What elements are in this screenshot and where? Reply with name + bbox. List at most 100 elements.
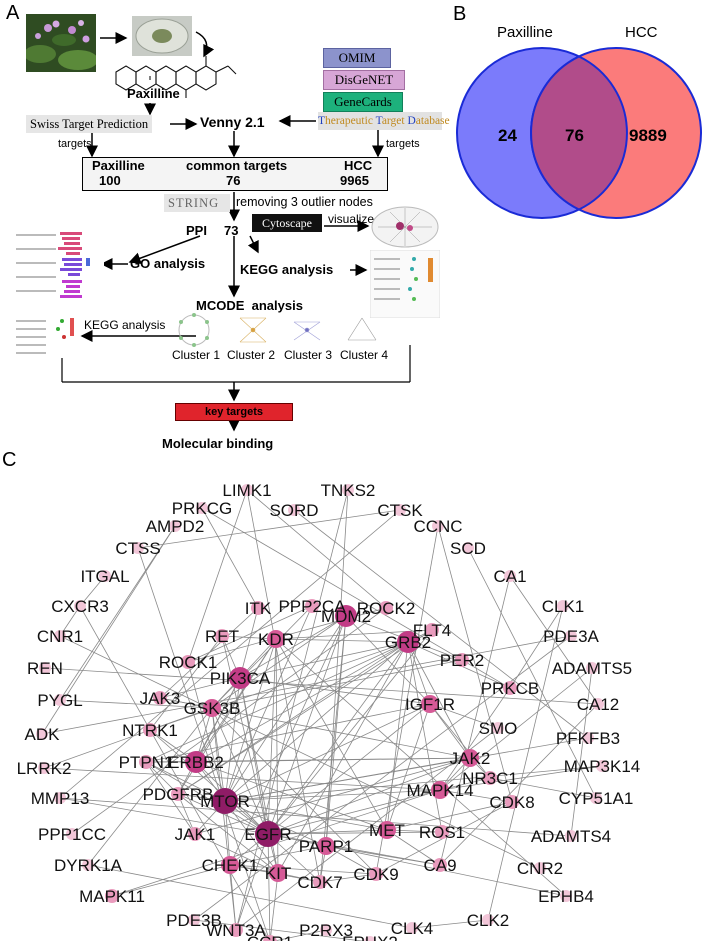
compound-name: Paxilline xyxy=(127,86,180,101)
network-node-cdk9 xyxy=(369,867,383,881)
network-node-jak3 xyxy=(153,691,167,705)
kegg-analysis-label: KEGG analysis xyxy=(240,262,334,277)
network-edge xyxy=(211,659,463,709)
ttd-word-3: atabase xyxy=(415,115,450,127)
network-label-rock2: ROCK2 xyxy=(357,599,416,618)
network-node-kit xyxy=(269,864,287,882)
target-count-box xyxy=(82,157,388,191)
ttd-initial-d: D xyxy=(407,115,416,127)
network-label-kit: KIT xyxy=(265,864,291,883)
network-label-igf1r: IGF1R xyxy=(405,695,455,714)
network-node-ctss xyxy=(132,542,144,554)
network-edge xyxy=(239,641,409,679)
network-edge xyxy=(345,615,431,705)
network-node-chek1 xyxy=(221,856,239,874)
network-edge xyxy=(224,638,277,802)
network-edge xyxy=(149,729,269,835)
network-node-gsk3b xyxy=(203,699,221,717)
ttd-box: Therapeutic Target Database xyxy=(318,112,450,130)
network-edge xyxy=(224,641,409,802)
network-edge xyxy=(267,833,271,941)
ppi-count: 73 xyxy=(224,223,239,238)
network-edge xyxy=(229,845,327,866)
network-label-ctsk: CTSK xyxy=(377,501,423,520)
network-edge xyxy=(159,677,241,699)
visualize-label: visualize xyxy=(328,212,375,226)
network-edge xyxy=(267,629,433,835)
venn-left-title: Paxilline xyxy=(497,24,553,41)
network-edge xyxy=(71,607,387,835)
network-label-mmp13: MMP13 xyxy=(31,789,90,808)
network-edge xyxy=(439,703,599,866)
network-node-sord xyxy=(288,504,300,516)
go-analysis-label: GO analysis xyxy=(130,256,206,271)
network-label-cnr2: CNR2 xyxy=(517,859,563,878)
venn-left-only-count: 24 xyxy=(498,126,517,145)
hcc-count-value: 9965 xyxy=(340,173,369,188)
network-label-kdr: KDR xyxy=(258,630,294,649)
network-edge xyxy=(570,667,593,837)
cluster-3-graph xyxy=(293,321,321,341)
ttd-initial-t: T xyxy=(318,115,326,127)
network-edge xyxy=(386,829,441,866)
network-edge xyxy=(59,797,269,835)
network-node-ccr1 xyxy=(263,935,277,941)
network-node-pygl xyxy=(54,694,66,706)
network-edge xyxy=(211,707,377,875)
network-label-itgal: ITGAL xyxy=(80,567,129,586)
network-node-ca12 xyxy=(592,698,604,710)
hcc-count-label: HCC xyxy=(344,158,373,173)
network-edge xyxy=(275,638,409,643)
network-edge xyxy=(267,789,441,835)
network-edge xyxy=(194,833,279,874)
plant-photo-art xyxy=(26,14,96,72)
network-label-adk: ADK xyxy=(25,725,61,744)
network-node-ca1 xyxy=(504,570,516,582)
venny-label: Venny 2.1 xyxy=(200,114,265,130)
network-node-adk xyxy=(36,728,48,740)
workflow-arrows xyxy=(61,31,411,420)
network-label-ca1: CA1 xyxy=(493,567,526,586)
network-node-itgal xyxy=(99,570,111,582)
network-node-met xyxy=(378,821,396,839)
network-node-cdk8 xyxy=(505,795,519,809)
network-label-p2rx3: P2RX3 xyxy=(299,921,353,940)
swiss-target-prediction: Swiss Target Prediction xyxy=(26,115,153,133)
network-node-grb2 xyxy=(397,631,419,653)
network-label-chek1: CHEK1 xyxy=(202,856,259,875)
network-label-cnr1: CNR1 xyxy=(37,627,83,646)
network-label-ppp2ca: PPP2CA xyxy=(278,597,346,616)
network-edge xyxy=(325,845,377,875)
network-node-mtor xyxy=(212,788,238,814)
network-edge xyxy=(43,707,213,769)
network-edge xyxy=(375,525,439,875)
network-label-met: MET xyxy=(369,821,405,840)
network-node-ctsk xyxy=(394,504,406,516)
network-node-clk1 xyxy=(557,600,569,612)
network-node-prkcg xyxy=(196,502,208,514)
venn-right-title: HCC xyxy=(625,24,658,41)
network-label-cdk7: CDK7 xyxy=(297,873,342,892)
venn-diagram: 24 76 9889 xyxy=(456,47,702,219)
network-edge xyxy=(319,873,377,883)
network-node-lrrk2 xyxy=(38,762,50,774)
network-edge xyxy=(229,864,377,875)
network-node-cxcr3 xyxy=(74,600,86,612)
network-edge xyxy=(246,489,321,883)
network-node-parp1 xyxy=(317,837,335,855)
network-edge xyxy=(195,638,277,763)
network-node-pde3b xyxy=(188,914,200,926)
network-edge xyxy=(79,575,106,607)
network-node-per2 xyxy=(455,653,469,667)
go-barchart-thumbnail xyxy=(12,228,104,312)
network-edge xyxy=(235,833,269,931)
network-label-clk1: CLK1 xyxy=(542,597,585,616)
venn-overlap-count: 76 xyxy=(565,126,584,145)
targets-right: targets xyxy=(386,138,420,150)
network-node-tnks2 xyxy=(342,484,354,496)
network-edge xyxy=(509,575,599,705)
network-label-nr3c1: NR3C1 xyxy=(462,769,518,788)
network-edge xyxy=(195,761,388,831)
network-edge xyxy=(145,761,179,795)
